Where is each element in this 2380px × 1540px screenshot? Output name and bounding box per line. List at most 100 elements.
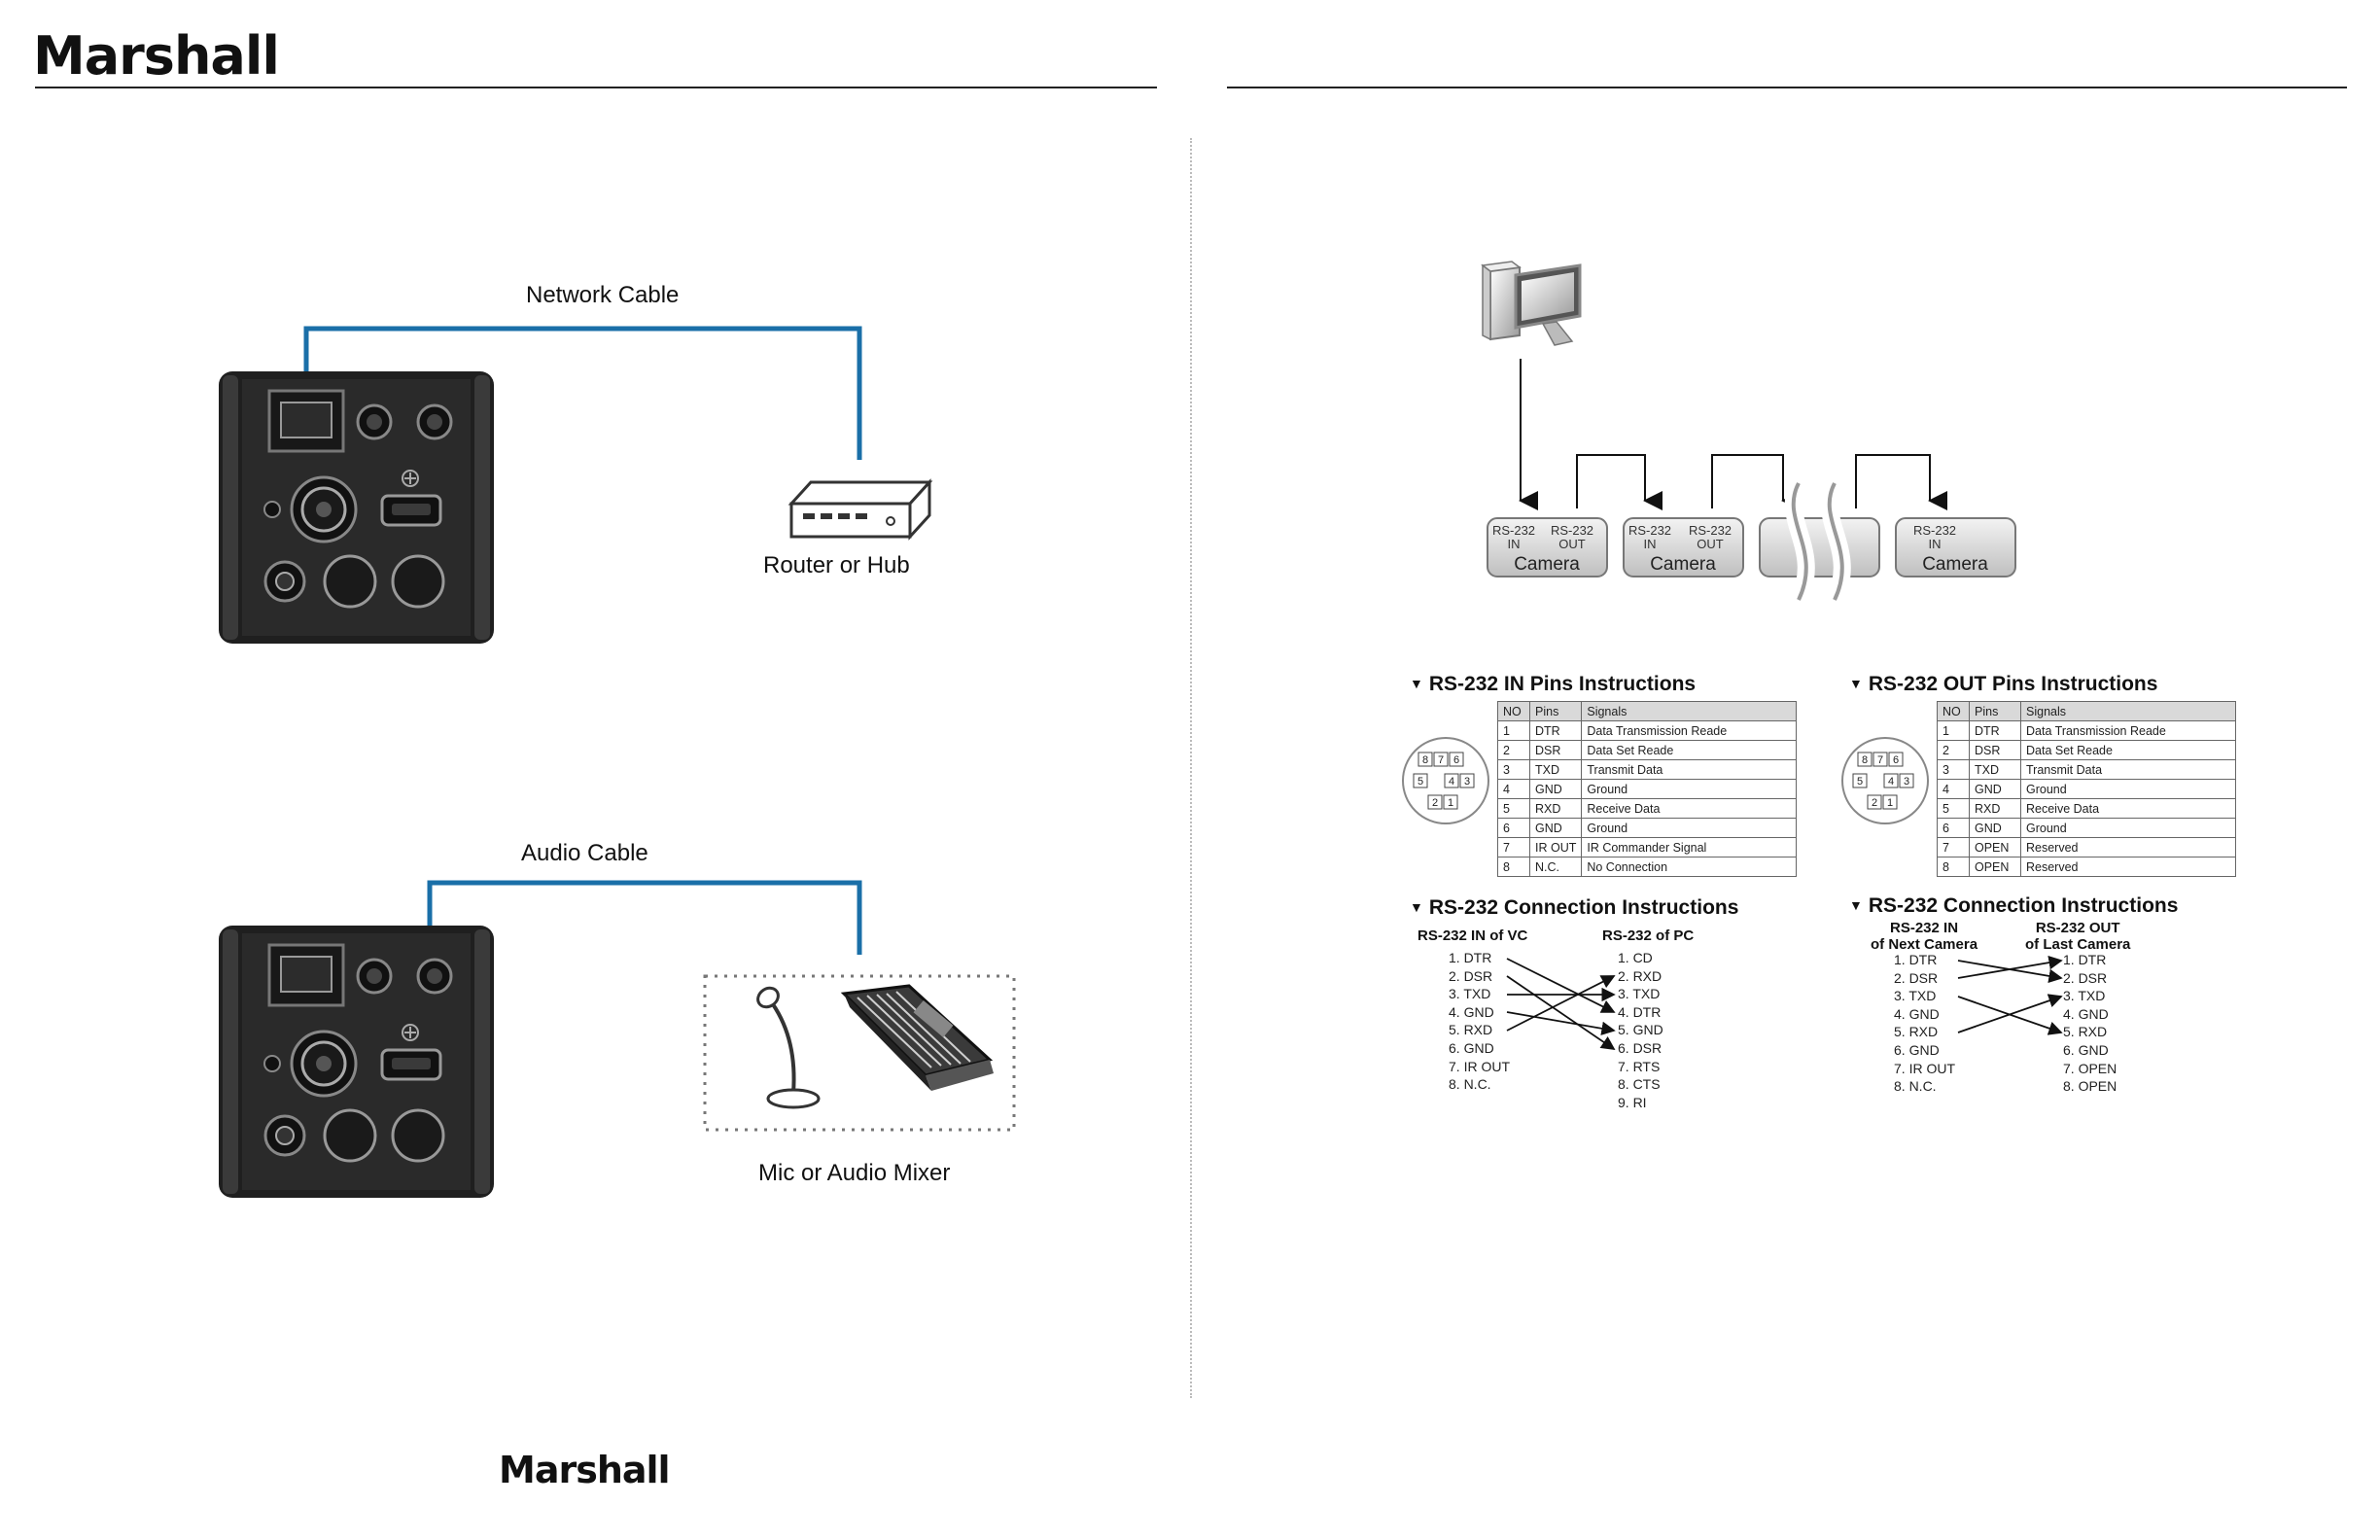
camera-label: Camera	[1514, 554, 1580, 575]
pin-item: 4. GND	[2063, 1005, 2109, 1022]
svg-text:RS-232: RS-232	[1689, 523, 1732, 538]
camera-box-last: RS-232 IN Camera	[1895, 517, 2016, 578]
svg-text:3: 3	[1904, 776, 1909, 788]
pin-item: 8. N.C.	[1894, 1078, 1937, 1095]
svg-text:6: 6	[1453, 754, 1459, 766]
conn-left-head-vc: RS-232 IN of VC	[1418, 928, 1528, 944]
svg-text:RS-232: RS-232	[1913, 523, 1956, 538]
rs232-connection-title-camera: ▼RS-232 Connection Instructions	[1849, 894, 2179, 917]
pin-item: 5. RXD	[1449, 1022, 1493, 1038]
pin-item: 1. CD	[1618, 950, 1653, 965]
pin-item: 5. RXD	[1894, 1024, 1939, 1040]
footer-logo: Marshall	[499, 1449, 671, 1491]
router-label: Router or Hub	[763, 552, 910, 578]
pin-item: 4. GND	[1894, 1005, 1940, 1022]
col-pins: Pins	[1528, 701, 1583, 721]
pin-item: 4. GND	[1449, 1003, 1494, 1020]
audio-mixer-icon	[840, 984, 994, 1091]
pin-item: 8. CTS	[1618, 1076, 1661, 1093]
audio-cable-line	[427, 880, 862, 990]
conn-right-last-pins: 1. DTR 2. DSR 3. TXD 4. GND 5. RXD 6. GN…	[2063, 951, 2117, 1096]
microphone-icon	[756, 986, 821, 1109]
svg-text:5: 5	[1418, 776, 1423, 788]
pin-item: 2. DSR	[1449, 967, 1493, 984]
col-signals: Signals	[2020, 701, 2236, 721]
svg-text:8: 8	[1862, 754, 1868, 766]
camera-rear-panel	[219, 926, 494, 1198]
svg-text:2: 2	[1872, 797, 1877, 809]
din-connector-icon: 8 7 6 5 4 3 2 1	[1841, 737, 1929, 824]
conn-left-vc-pins: 1. DTR 2. DSR 3. TXD 4. GND 5. RXD 6. GN…	[1449, 949, 1510, 1094]
pin-item: 4. DTR	[1618, 1003, 1662, 1020]
conn-right-wiring	[1957, 956, 2063, 1035]
svg-text:7: 7	[1438, 754, 1444, 766]
rs232-in-pins-title: ▼RS-232 IN Pins Instructions	[1410, 673, 1697, 695]
router-icon	[788, 478, 933, 541]
camera-rear-panel	[219, 371, 494, 644]
svg-text:RS-232: RS-232	[1628, 523, 1671, 538]
rs232-connection-title-vc: ▼RS-232 Connection Instructions	[1410, 896, 1739, 919]
svg-text:IN: IN	[1508, 537, 1521, 551]
svg-text:8: 8	[1422, 754, 1428, 766]
header-rule-right	[1227, 87, 2347, 88]
pin-item: 3. TXD	[1618, 986, 1661, 1002]
pin-item: 3. TXD	[1449, 986, 1491, 1002]
din-connector-icon: 8 7 6 5 4 3 2 1	[1402, 737, 1489, 824]
conn-right-head-next: RS-232 IN of Next Camera	[1871, 920, 1978, 953]
pin-item: 1. DTR	[1894, 952, 1938, 967]
col-no: NO	[1497, 701, 1530, 721]
triangle-down-icon: ▼	[1410, 899, 1423, 915]
svg-text:4: 4	[1449, 776, 1454, 788]
triangle-down-icon: ▼	[1410, 676, 1423, 691]
camera-box-ellipsis	[1759, 478, 1880, 604]
audio-diagram	[219, 880, 1016, 1198]
mixer-dotted-box	[703, 974, 1016, 1132]
pin-item: 7. IR OUT	[1449, 1058, 1511, 1074]
pin-item: 6. GND	[2063, 1041, 2109, 1058]
conn-left-wiring	[1506, 958, 1616, 1051]
conn-left-pc-pins: 1. CD 2. RXD 3. TXD 4. DTR 5. GND 6. DSR…	[1618, 949, 1663, 1111]
network-diagram	[219, 326, 933, 644]
pin-item: 8. OPEN	[2063, 1078, 2118, 1095]
header-rule-left	[35, 87, 1157, 88]
mixer-label: Mic or Audio Mixer	[758, 1160, 951, 1186]
conn-right-head-last: RS-232 OUT of Last Camera	[2025, 920, 2131, 953]
conn-left-head-pc: RS-232 of PC	[1602, 928, 1695, 944]
pin-item: 2. DSR	[2063, 969, 2108, 986]
col-signals: Signals	[1581, 701, 1797, 721]
pin-item: 7. RTS	[1618, 1058, 1661, 1074]
table-header-row: NO Pins Signals	[1497, 701, 1797, 721]
camera-label: Camera	[1650, 554, 1716, 575]
port-label: RS-232	[1492, 523, 1535, 538]
svg-text:1: 1	[1887, 797, 1893, 809]
pin-item: 1. DTR	[2063, 952, 2107, 967]
col-no: NO	[1937, 701, 1970, 721]
pin-item: 7. IR OUT	[1894, 1060, 1956, 1076]
rs232-out-pins-title: ▼RS-232 OUT Pins Instructions	[1849, 673, 2158, 695]
pin-item: 6. GND	[1449, 1039, 1494, 1056]
svg-text:2: 2	[1432, 797, 1438, 809]
pin-item: 5. GND	[1618, 1022, 1663, 1038]
svg-text:4: 4	[1888, 776, 1894, 788]
header-logo: Marshall	[33, 25, 280, 87]
svg-text:1: 1	[1448, 797, 1453, 809]
pin-item: 5. RXD	[2063, 1024, 2108, 1040]
camera-box-2: RS-232 IN RS-232 OUT Camera	[1623, 517, 1744, 578]
svg-text:RS-232: RS-232	[1551, 523, 1593, 538]
svg-text:7: 7	[1877, 754, 1883, 766]
triangle-down-icon: ▼	[1849, 897, 1863, 913]
